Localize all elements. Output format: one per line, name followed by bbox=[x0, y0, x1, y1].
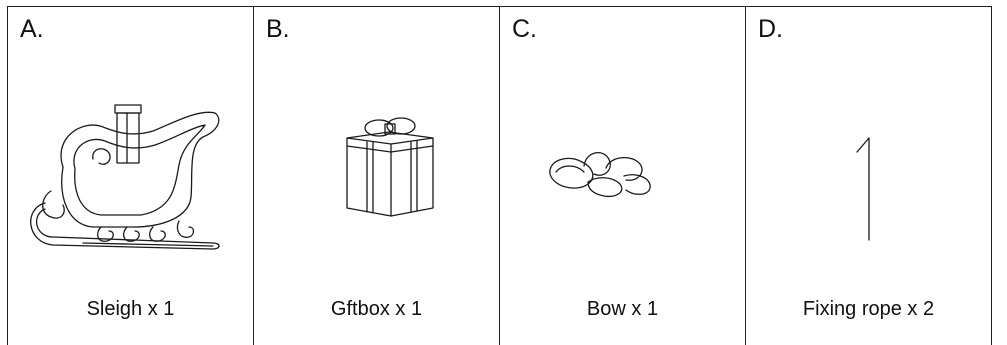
part-letter: B. bbox=[266, 15, 290, 43]
rope-icon bbox=[856, 137, 870, 241]
part-caption: Sleigh x 1 bbox=[86, 298, 175, 320]
part-cell-giftbox: B. Gftbox x 1 bbox=[254, 7, 500, 345]
part-letter: C. bbox=[512, 15, 537, 43]
bow-icon bbox=[549, 152, 651, 198]
part-cell-bow: C. Bow x 1 bbox=[500, 7, 746, 345]
part-cell-sleigh: A. Sleigh x 1 bbox=[8, 7, 254, 345]
giftbox-icon bbox=[346, 117, 434, 217]
sleigh-icon bbox=[30, 104, 220, 250]
parts-table: A. Sleigh x 1 B. bbox=[7, 6, 992, 345]
part-caption: Bow x 1 bbox=[586, 298, 659, 320]
part-letter: D. bbox=[758, 15, 783, 43]
part-caption: Gftbox x 1 bbox=[330, 298, 423, 320]
part-cell-rope: D. Fixing rope x 2 bbox=[746, 7, 992, 345]
part-caption: Fixing rope x 2 bbox=[802, 298, 935, 320]
part-letter: A. bbox=[20, 15, 44, 43]
